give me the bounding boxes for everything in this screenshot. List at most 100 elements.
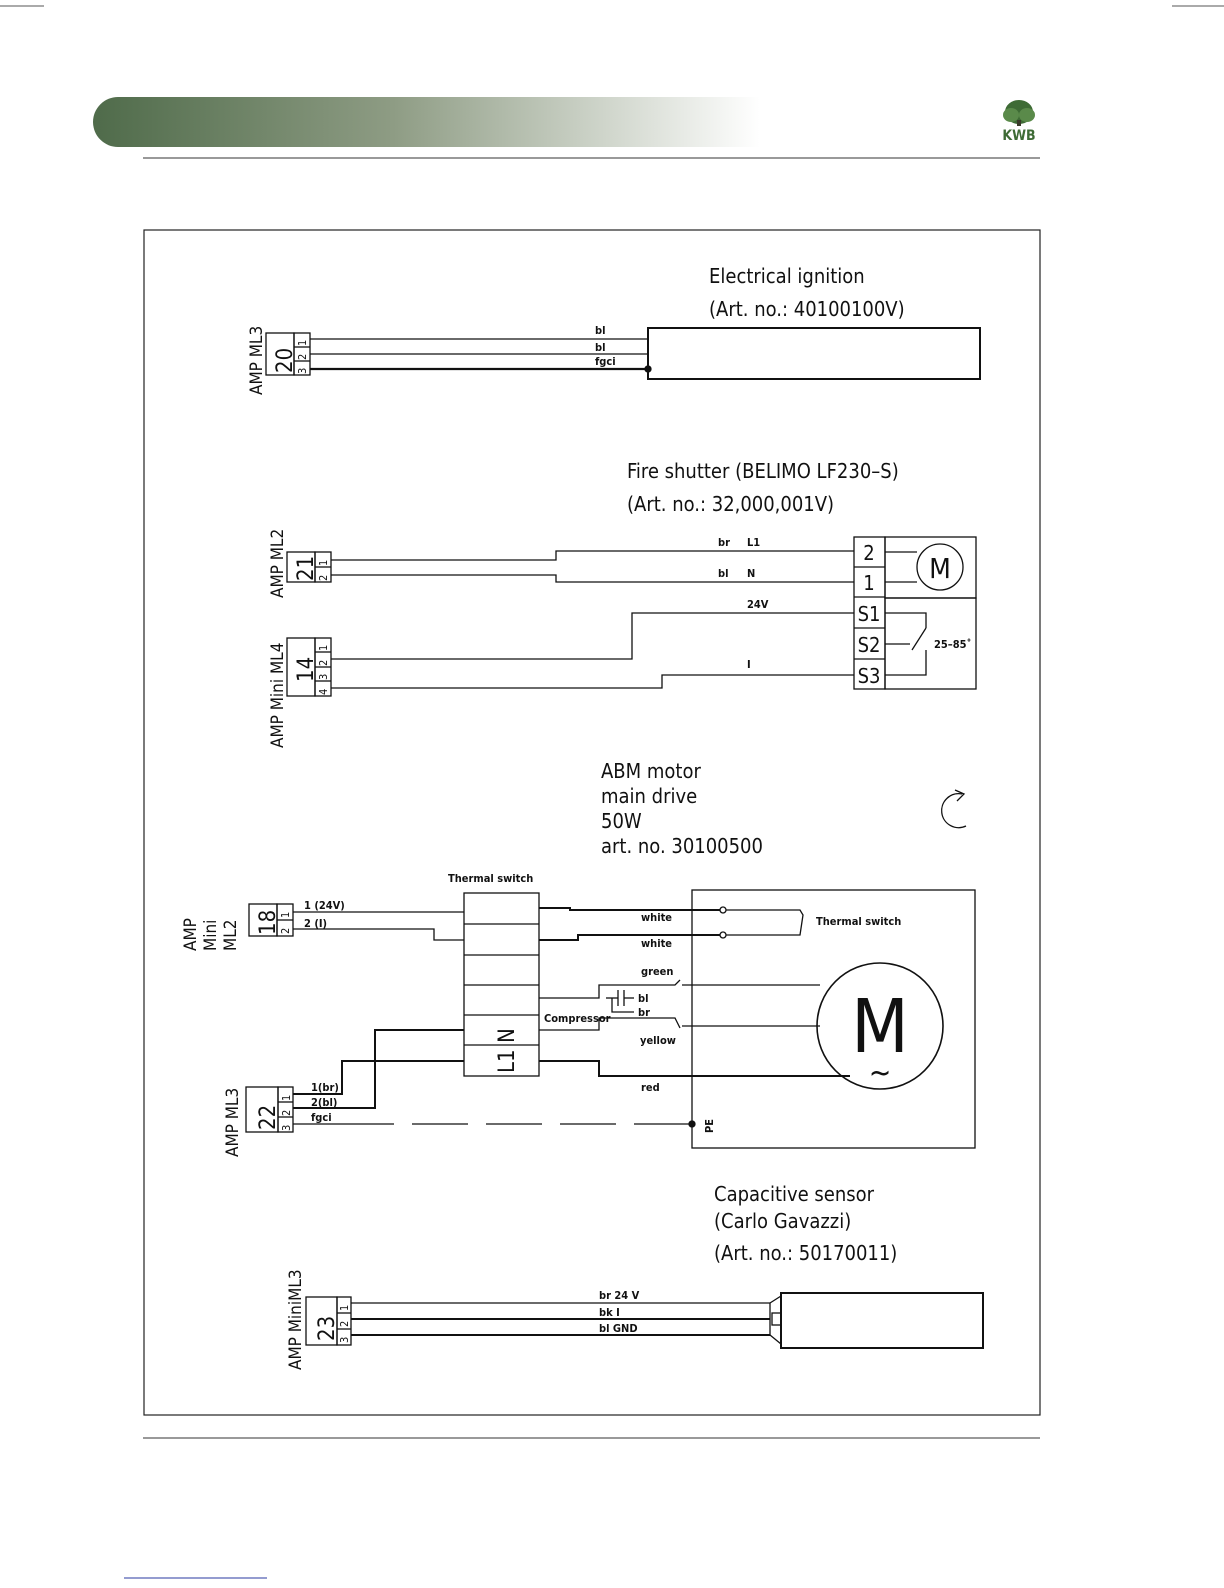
capacitive-sensor-section: Capacitive sensor (Carlo Gavazzi) (Art. … [286, 1182, 984, 1370]
terminal-dot [719, 906, 727, 914]
abm-wire-label: 2 (I) [304, 917, 327, 930]
wire-label-i: I [747, 658, 751, 671]
fire-shutter-pin: 2 [317, 575, 330, 581]
compressor-label: Compressor [544, 1012, 611, 1025]
abm-motor-symbol: M [851, 984, 908, 1070]
fire-shutter-wire-24v [331, 612, 854, 660]
pe-junction [688, 1120, 696, 1128]
fire-shutter-pin: 1 [317, 560, 330, 566]
wire-label-br: br [718, 536, 730, 549]
thermal-switch-label: Thermal switch [448, 872, 533, 885]
ignition-pin: 3 [296, 368, 309, 374]
ignition-pin: 2 [296, 354, 309, 360]
abm-connector-b-number: 22 [256, 1105, 281, 1130]
rotation-direction-icon [941, 789, 967, 829]
sensor-title-1: Capacitive sensor [714, 1182, 875, 1206]
abm-pin: 3 [280, 1125, 293, 1131]
sensor-connector-label: AMP MiniML3 [286, 1269, 306, 1370]
wire-label-n: N [747, 567, 755, 580]
sensor-wire-label: bk I [599, 1306, 620, 1319]
sensor-title-2: (Carlo Gavazzi) [714, 1209, 851, 1233]
wire-label-bl: bl [718, 567, 728, 580]
abm-motor-circle [816, 962, 944, 1090]
fire-shutter-wire-i [331, 674, 854, 689]
ignition-section: Electrical ignition (Art. no.: 40100100V… [247, 264, 981, 395]
aux-switch-contact [911, 627, 927, 651]
abm-wire-label: 1 (24V) [304, 899, 345, 912]
sensor-title-3: (Art. no.: 50170011) [714, 1241, 897, 1265]
sensor-connector-number: 23 [315, 1316, 340, 1341]
abm-title-1: ABM motor [601, 759, 701, 783]
compressor-capacitor [606, 990, 634, 1013]
fire-shutter-wire-n [331, 574, 854, 583]
sensor-wire-label: bl GND [599, 1322, 638, 1335]
fire-shutter-wire-l1 [331, 550, 854, 561]
abm-pin: 1 [279, 912, 292, 918]
cap-wire-label: br [638, 1006, 650, 1019]
abm-wire-label: 1(br) [311, 1081, 339, 1094]
abm-motor-section: ABM motor main drive 50W art. no. 301005… [181, 759, 976, 1157]
cap-wire-label: bl [638, 992, 648, 1005]
sensor-connector-pins [336, 1296, 352, 1346]
wire-white-2 [539, 934, 723, 941]
abm-ac-symbol: ~ [869, 1056, 892, 1091]
abm-pin: 1 [280, 1095, 293, 1101]
fire-shutter-title: Fire shutter (BELIMO LF230–S) [627, 459, 899, 483]
fire-shutter-motor-circle [916, 543, 964, 591]
fire-shutter-article: (Art. no.: 32,000,001V) [627, 492, 834, 516]
sensor-pin: 1 [338, 1305, 351, 1311]
abm-wire-label: fgci [311, 1111, 332, 1124]
wire-red [539, 1060, 850, 1077]
fire-shutter-pin: 4 [317, 689, 330, 695]
fire-shutter-motor-symbol: M [929, 552, 951, 585]
terminal-dot [719, 931, 727, 939]
abm-wire-i [293, 928, 464, 941]
crop-marks [0, 5, 1224, 1579]
sensor-wire-label: br 24 V [599, 1289, 640, 1302]
temp-range-label: 25–85˚ [934, 638, 971, 651]
wire-yellow [539, 1017, 681, 1031]
ignition-wire-label: fgci [595, 355, 616, 368]
fire-shutter-section: Fire shutter (BELIMO LF230–S) (Art. no.:… [268, 459, 977, 748]
capacitive-sensor-body [769, 1292, 984, 1349]
abm-connector-a-label: Mini [201, 920, 221, 951]
wire-label-white: white [641, 937, 672, 950]
abm-connector-a-label: ML2 [221, 920, 241, 951]
ignition-device-box [647, 327, 981, 380]
logo-text: KWB [1002, 128, 1035, 144]
fire-shutter-connector-b-label: AMP Mini ML4 [268, 643, 288, 748]
wire-green [539, 979, 681, 999]
page-header: KWB [93, 97, 1040, 159]
fire-shutter-pin: 2 [317, 660, 330, 666]
wire-label-l1: L1 [747, 536, 760, 549]
abm-wire-label: 2(bl) [311, 1096, 337, 1109]
abm-pin: 2 [280, 1110, 293, 1116]
terminal-label: S3 [858, 664, 881, 688]
terminal-label: 2 [863, 541, 874, 565]
wire-label-red: red [641, 1081, 660, 1094]
motor-thermal-switch [726, 909, 804, 936]
aux-switch-return [885, 650, 927, 676]
pe-label: PE [703, 1119, 716, 1133]
kwb-logo: KWB [1002, 100, 1036, 144]
wire-label-green: green [641, 965, 673, 978]
abm-connector-b-pins [277, 1086, 294, 1133]
wire-label-white: white [641, 911, 672, 924]
abm-title-4: art. no. 30100500 [601, 834, 763, 858]
wire-label-yellow: yellow [640, 1034, 676, 1047]
abm-connector-a-label: AMP [181, 918, 201, 951]
terminal-n: N [495, 1028, 520, 1043]
fire-shutter-pin: 1 [317, 645, 330, 651]
abm-wire-br [293, 1060, 464, 1095]
ignition-wire-label: bl [595, 324, 605, 337]
diagram-frame [143, 229, 1041, 1416]
motor-thermal-switch-label: Thermal switch [816, 915, 901, 928]
sensor-pin: 3 [338, 1337, 351, 1343]
terminal-label: 1 [863, 571, 874, 595]
header-gradient-bar [93, 97, 760, 147]
abm-motor-box [691, 889, 976, 1149]
ignition-title: Electrical ignition [709, 264, 865, 288]
abm-title-3: 50W [601, 809, 642, 833]
